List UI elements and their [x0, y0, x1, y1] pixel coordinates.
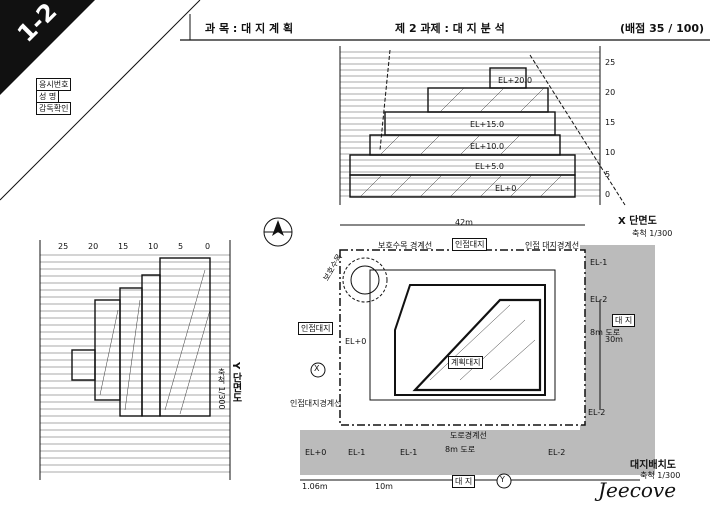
x-axis-15: 15 — [605, 118, 616, 127]
task-title: 제 2 과제 : 대 지 분 석 — [395, 22, 505, 35]
candidate-label-check: 감독확인 — [36, 102, 72, 115]
x-axis-25: 25 — [605, 58, 616, 67]
x-level-4: EL+5.0 — [475, 162, 504, 171]
tree-line-label: 보호수목 경계선 — [378, 241, 433, 250]
neighbor-top-label: 인접대지 — [452, 238, 488, 251]
x-section-mass — [349, 67, 576, 198]
el-label-2: EL-1 — [348, 448, 366, 457]
x-marker-circle — [310, 362, 326, 378]
x-section-hatch — [359, 87, 563, 198]
adj-line-2-label: 인접대지경계선 — [290, 399, 342, 408]
y-axis-20: 20 — [88, 242, 99, 251]
y-axis-0: 0 — [205, 242, 211, 251]
y-section-mass — [71, 257, 211, 417]
dim-30m: 30m — [605, 335, 623, 344]
x-section-title: X 단면도 — [618, 216, 657, 227]
signature: Jeecove — [598, 478, 677, 502]
x-level-5: EL+0 — [495, 184, 517, 193]
el-label-7: EL-2 — [590, 295, 608, 304]
site-bottom-label: 대 지 — [452, 475, 476, 488]
road-right-label: 8m 도로 — [590, 328, 621, 337]
x-axis-0: 0 — [605, 190, 611, 199]
badge-triangle — [0, 0, 95, 95]
x-level-1: EL+20.0 — [498, 76, 533, 85]
el-label-6: EL-2 — [548, 448, 566, 457]
site-plan-title: 대지배치도 — [630, 460, 676, 471]
road-boundary-label: 도로경계선 — [450, 431, 487, 440]
x-axis-10: 10 — [605, 148, 616, 157]
x-section-lines — [340, 51, 600, 197]
y-axis-15: 15 — [118, 242, 129, 251]
site-plan-lines — [300, 224, 655, 481]
y-marker-circle — [496, 473, 512, 489]
el-label-5: EL-1 — [400, 448, 418, 457]
y-axis-5: 5 — [178, 242, 184, 251]
adjacent-line-label: 인접 대지경계선 — [525, 241, 580, 250]
dim-106m: 1.06m — [302, 482, 328, 491]
dim-10m: 10m — [375, 482, 393, 491]
neighbor-right-label: 대 지 — [612, 314, 636, 327]
y-marker-label: Y — [500, 475, 505, 484]
x-axis-20: 20 — [605, 88, 616, 97]
x-level-3: EL+10.0 — [470, 142, 505, 151]
y-axis-25: 25 — [58, 242, 69, 251]
y-axis-10: 10 — [148, 242, 159, 251]
plan-site-label: 계획대지 — [448, 356, 484, 369]
el-label-3: EL-2 — [588, 408, 606, 417]
site-plan-scale: 축척 1/300 — [640, 471, 681, 480]
y-section-scale: 축척 1/300 — [217, 368, 226, 410]
el-label-4: EL+0 — [305, 448, 327, 457]
y-section-title: Y 단면도 — [230, 362, 241, 403]
subject-title: 과 목 : 대 지 계 획 — [205, 22, 294, 35]
el-label-8: EL-1 — [590, 258, 608, 267]
dim-42m: 42m — [455, 218, 473, 227]
score-label: (배점 35 / 100) — [620, 22, 705, 35]
el-label-1: EL+0 — [345, 337, 367, 346]
x-level-2: EL+15.0 — [470, 120, 505, 129]
road-bottom-label: 8m 도로 — [445, 445, 476, 454]
neighbor-left-label: 인접대지 — [298, 322, 334, 335]
x-axis-5: 5 — [605, 170, 611, 179]
x-marker-label: X — [314, 364, 320, 373]
x-section-scale: 축척 1/300 — [632, 229, 673, 238]
